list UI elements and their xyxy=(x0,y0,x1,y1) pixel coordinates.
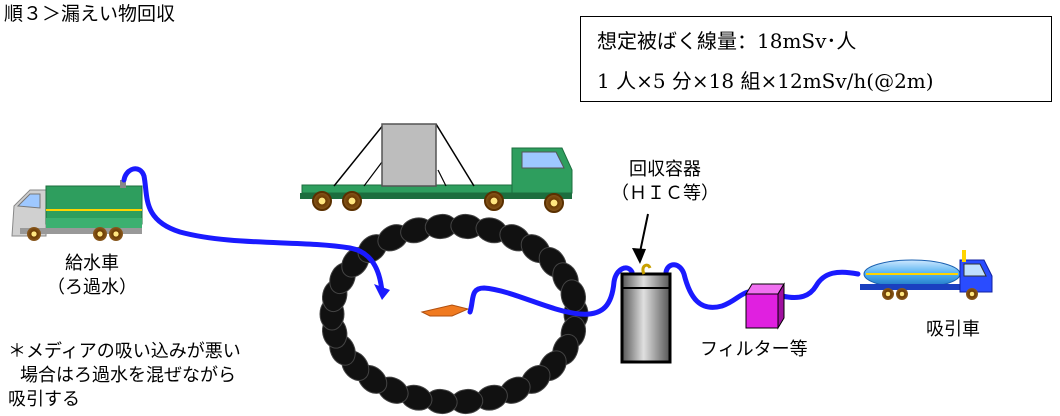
flatbed-truck-icon xyxy=(300,123,573,213)
dose-estimate-box: 想定被ばく線量：18mSv･人 1 人×5 分×18 組×12mSv/h(@2m… xyxy=(580,16,1052,102)
flow-arrowhead xyxy=(374,284,390,300)
dose-estimate-formula: 1 人×5 分×18 組×12mSv/h(@2m) xyxy=(597,69,934,93)
water-truck-label: 給水車 （ろ過水） xyxy=(44,252,140,300)
suction-truck-icon xyxy=(860,250,993,300)
leak-icon xyxy=(420,304,470,317)
container-label: 回収容器 （ＨＩＣ等） xyxy=(590,158,740,206)
footnote-line-3: 吸引する xyxy=(8,389,80,410)
water-truck-icon xyxy=(11,180,143,241)
collection-container-icon xyxy=(620,263,672,364)
pointer-arrow xyxy=(632,213,649,264)
step-title: 順３＞漏えい物回収 xyxy=(4,3,176,25)
filter-icon xyxy=(745,282,785,330)
hose-lines xyxy=(121,166,861,317)
container-label-name: 回収容器 xyxy=(629,159,701,180)
sandbag-ring-icon xyxy=(319,213,589,415)
filter-label: フィルター等 xyxy=(700,339,808,360)
dose-estimate-total: 想定被ばく線量：18mSv･人 xyxy=(597,29,857,53)
footnote-line-1: ＊メディアの吸い込みが悪い xyxy=(8,341,241,362)
water-truck-label-type: （ろ過水） xyxy=(47,277,137,298)
suction-truck-label: 吸引車 xyxy=(926,319,980,340)
water-truck-label-name: 給水車 xyxy=(65,253,119,274)
footnote-line-2: 場合はろ過水を混ぜながら xyxy=(20,365,236,386)
footnote: ＊メディアの吸い込みが悪い 場合はろ過水を混ぜながら 吸引する xyxy=(8,340,241,412)
container-label-type: （ＨＩＣ等） xyxy=(611,183,719,204)
